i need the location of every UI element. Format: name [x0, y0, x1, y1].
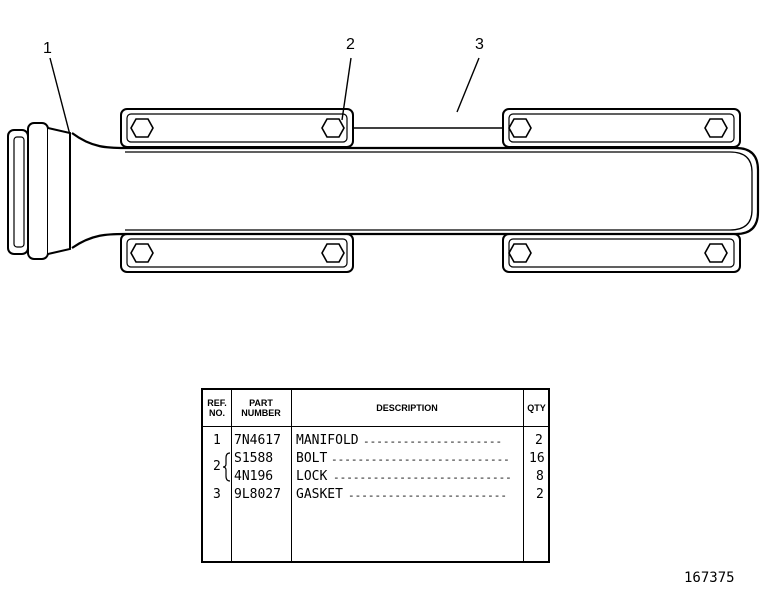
header-description: DESCRIPTION: [291, 390, 523, 427]
inlet-flange-outer: [7, 129, 29, 255]
leader-1: [49, 57, 71, 136]
leader-2: [341, 57, 352, 121]
row-3-qty: 8: [536, 469, 544, 484]
lower-left-flange: [120, 233, 354, 273]
row-4-ref: 3: [213, 487, 221, 502]
row-4-desc: GASKET: [296, 487, 343, 502]
leader-3: [456, 57, 480, 113]
bolt-hex: [508, 118, 532, 138]
row-3-part: 4N196: [234, 469, 274, 484]
bolt-hex: [321, 118, 345, 138]
row-2-desc: BOLT: [296, 451, 328, 466]
bolt-hex: [704, 118, 728, 138]
callout-2: 2: [346, 36, 355, 53]
inlet-flange-collar: [27, 122, 49, 260]
bolt-hex: [508, 243, 532, 263]
bolt-hex: [704, 243, 728, 263]
row-1-desc: MANIFOLD: [296, 433, 359, 448]
manifold-body: [71, 132, 760, 249]
header-qty: QTY: [523, 390, 550, 427]
callout-1: 1: [43, 40, 52, 57]
row-2-ref: 2: [213, 459, 221, 474]
row-2-qty: 16: [529, 451, 545, 466]
row-4-qty: 2: [536, 487, 544, 502]
row-3-desc: LOCK: [296, 469, 328, 484]
bolt-hex: [130, 243, 154, 263]
upper-left-flange: [120, 108, 354, 148]
brace-icon: [223, 452, 231, 482]
bolt-hex: [130, 118, 154, 138]
row-2-part: S1588: [234, 451, 274, 466]
figure-number: 167375: [684, 570, 735, 586]
header-part-number: PART NUMBER: [231, 390, 291, 427]
header-ref: REF. NO.: [203, 390, 231, 427]
bolt-hex: [321, 243, 345, 263]
row-4-part: 9L8027: [234, 487, 281, 502]
row-1-part: 7N4617: [234, 433, 281, 448]
row-1-ref: 1: [213, 433, 221, 448]
row-1-qty: 2: [535, 433, 543, 448]
parts-table: REF. NO. PART NUMBER DESCRIPTION QTY 1 7…: [201, 388, 550, 563]
callout-3: 3: [475, 36, 484, 53]
